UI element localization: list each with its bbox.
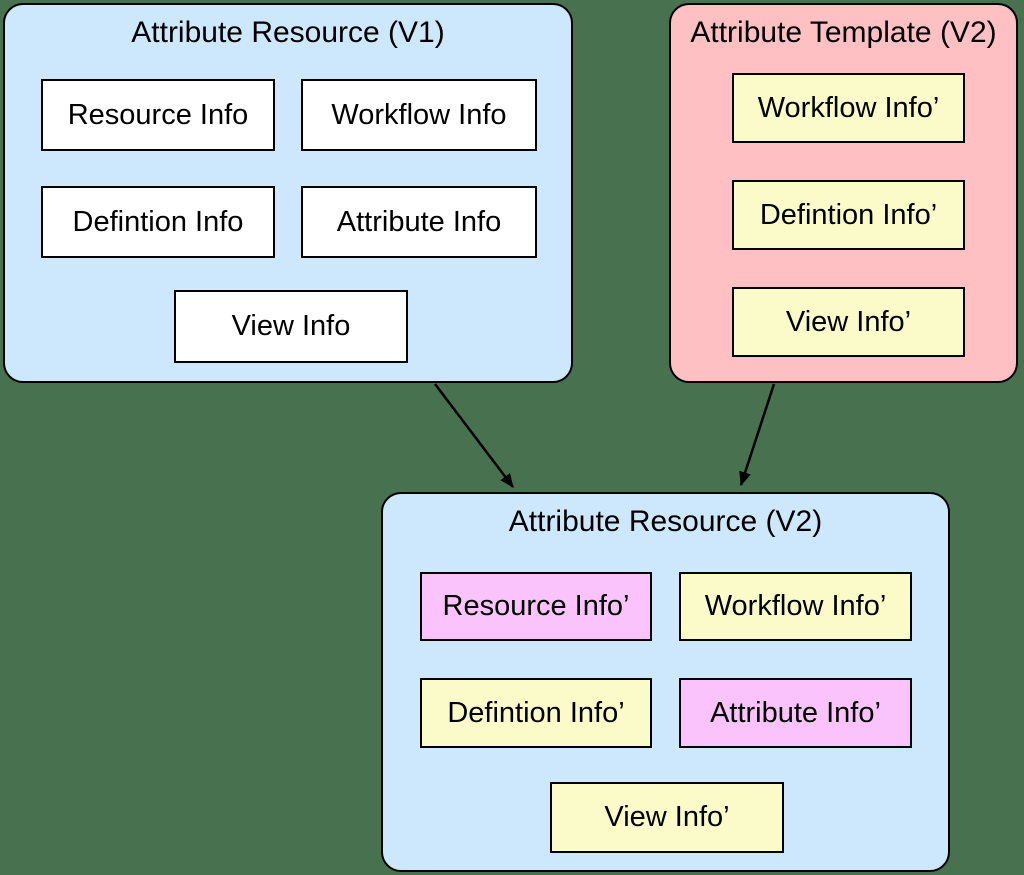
container-attribute-template-v2: Attribute Template (V2) Workflow Info’ D… (669, 3, 1018, 383)
box-view-info-prime: View Info’ (732, 287, 965, 357)
box-view-info: View Info (174, 290, 408, 363)
container-title-template: Attribute Template (V2) (690, 16, 997, 49)
box-workflow-info-prime: Workflow Info’ (679, 572, 912, 641)
box-workflow-info: Workflow Info (301, 79, 537, 151)
arrow-v1-to-v2 (434, 383, 514, 488)
box-defintion-info-prime: Defintion Info’ (420, 678, 652, 748)
box-resource-info: Resource Info (41, 79, 275, 151)
container-title-v2: Attribute Resource (V2) (508, 505, 823, 538)
box-attribute-info: Attribute Info (301, 186, 537, 258)
container-title-v1: Attribute Resource (V1) (131, 16, 445, 49)
box-workflow-info-prime: Workflow Info’ (732, 73, 965, 143)
box-resource-info-prime: Resource Info’ (420, 572, 652, 641)
box-defintion-info: Defintion Info (41, 186, 275, 258)
box-defintion-info-prime: Defintion Info’ (732, 180, 965, 250)
box-attribute-info-prime: Attribute Info’ (679, 678, 912, 748)
container-attribute-resource-v2: Attribute Resource (V2) Resource Info’ W… (381, 492, 950, 872)
box-view-info-prime: View Info’ (550, 782, 784, 853)
container-attribute-resource-v1: Attribute Resource (V1) Resource Info Wo… (3, 3, 573, 383)
arrow-template-to-v2 (739, 383, 776, 486)
